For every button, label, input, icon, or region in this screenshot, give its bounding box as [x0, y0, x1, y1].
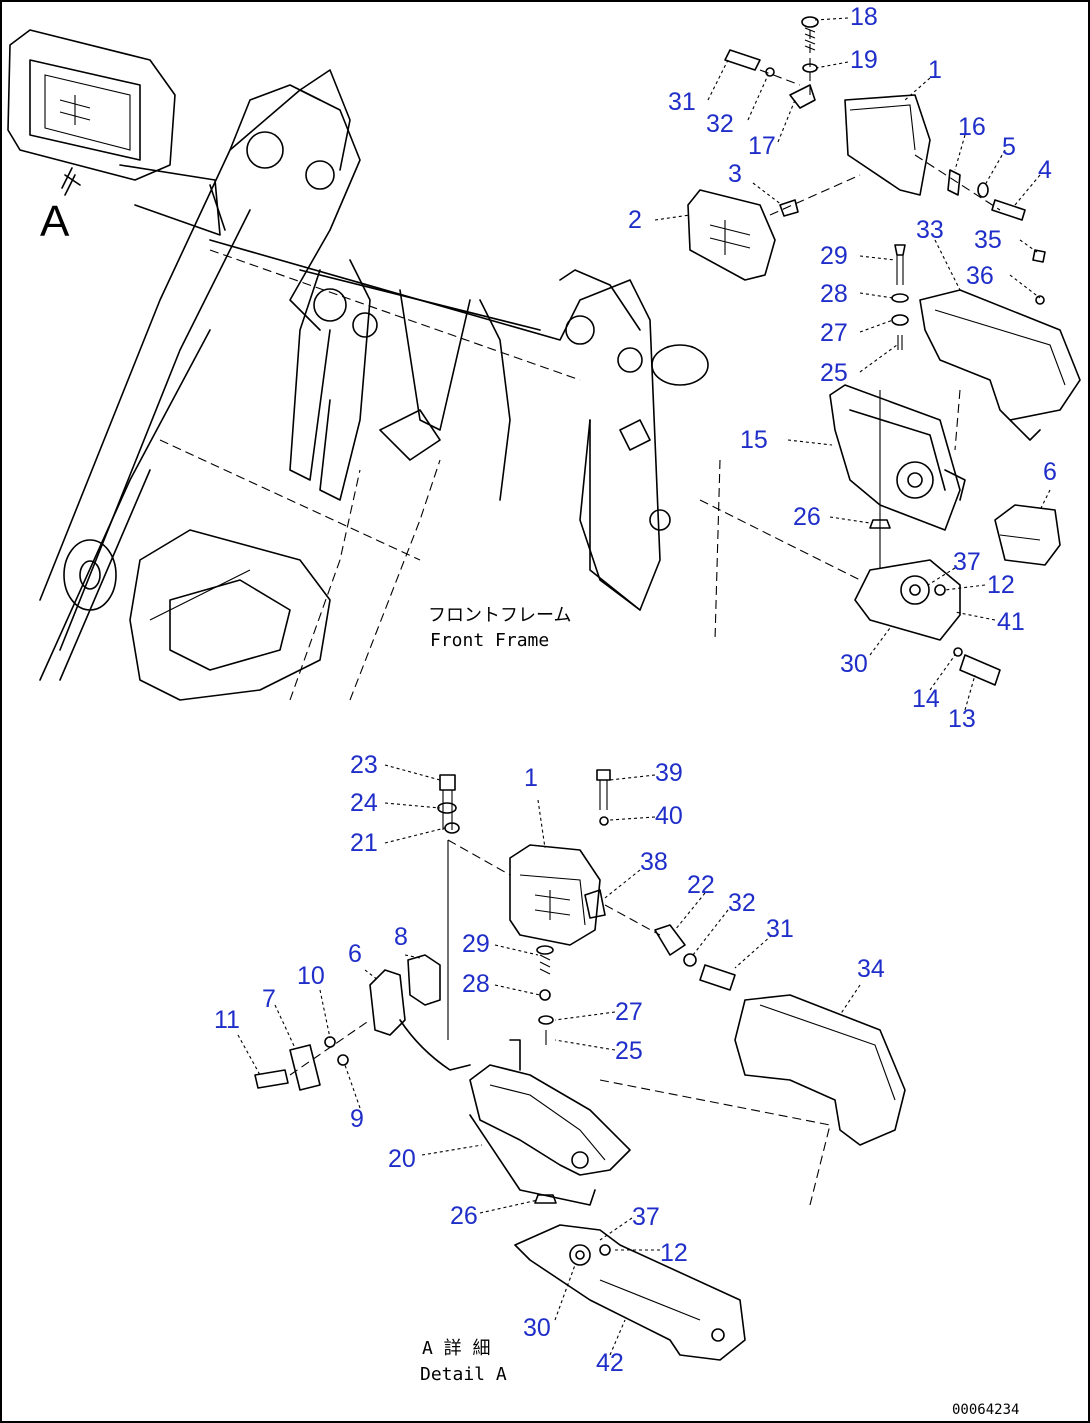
- callout-8: 8: [394, 923, 408, 951]
- callout-1: 1: [928, 56, 942, 84]
- callout-12: 12: [987, 571, 1015, 599]
- callout-33: 33: [916, 216, 944, 244]
- detail-caption-jp: A 詳 細: [422, 1338, 491, 1359]
- callout-6-lower: 6: [348, 940, 362, 968]
- detail-a-assembly: [254, 769, 906, 1361]
- callout-29-lower: 29: [462, 930, 490, 958]
- callout-6: 6: [1043, 458, 1057, 486]
- callout-28-lower: 28: [462, 970, 490, 998]
- callout-18: 18: [850, 3, 878, 31]
- callout-10: 10: [297, 962, 325, 990]
- callout-4: 4: [1038, 156, 1052, 184]
- callout-7: 7: [262, 985, 276, 1013]
- callout-30: 30: [840, 650, 868, 678]
- callout-20: 20: [388, 1145, 416, 1173]
- callout-3: 3: [728, 160, 742, 188]
- callout-31: 31: [668, 88, 696, 116]
- upper-callouts: 18 19 1 31 32 17 16 5 4 3 2 29 33 35 36 …: [628, 3, 1057, 733]
- callout-42: 42: [596, 1349, 624, 1377]
- callout-21: 21: [350, 829, 378, 857]
- callout-22: 22: [687, 871, 715, 899]
- callout-13: 13: [948, 705, 976, 733]
- callout-25: 25: [820, 359, 848, 387]
- callout-32: 32: [706, 110, 734, 138]
- detail-caption-en: Detail A: [420, 1364, 507, 1385]
- callout-37: 37: [953, 548, 981, 576]
- callout-41: 41: [997, 608, 1025, 636]
- callout-31-lower: 31: [766, 915, 794, 943]
- callout-32-lower: 32: [728, 889, 756, 917]
- callout-29: 29: [820, 242, 848, 270]
- callout-39: 39: [655, 759, 683, 787]
- upper-lamp-assembly: [687, 16, 1081, 686]
- callout-27: 27: [820, 319, 848, 347]
- front-frame-caption-jp: フロントフレーム: [428, 605, 571, 626]
- view-marker-a: A: [40, 197, 70, 246]
- callout-36: 36: [966, 262, 994, 290]
- callout-23: 23: [350, 751, 378, 779]
- callout-24: 24: [350, 789, 378, 817]
- callout-26-lower: 26: [450, 1202, 478, 1230]
- callout-27-lower: 27: [615, 998, 643, 1026]
- callout-9: 9: [350, 1105, 364, 1133]
- drawing-code: 00064234: [952, 1402, 1019, 1418]
- callout-25-lower: 25: [615, 1037, 643, 1065]
- callout-11: 11: [214, 1006, 240, 1034]
- callout-30-lower: 30: [523, 1314, 551, 1342]
- callout-5: 5: [1002, 133, 1016, 161]
- callout-35: 35: [974, 226, 1002, 254]
- callout-12-lower: 12: [660, 1239, 688, 1267]
- front-frame-drawing: [7, 29, 861, 701]
- callout-16: 16: [958, 113, 986, 141]
- leader-lines: [237, 17, 1051, 1356]
- lower-callouts: 23 1 39 24 40 21 38 22 32 31 29 8 6 28 1…: [214, 751, 885, 1377]
- callout-28: 28: [820, 280, 848, 308]
- callout-40: 40: [655, 802, 683, 830]
- callout-14: 14: [912, 685, 940, 713]
- callout-34: 34: [857, 955, 885, 983]
- callout-17: 17: [748, 132, 776, 160]
- callout-19: 19: [850, 46, 878, 74]
- callout-37-lower: 37: [632, 1203, 660, 1231]
- callout-1-lower: 1: [524, 764, 538, 792]
- callout-2: 2: [628, 206, 642, 234]
- callout-26: 26: [793, 503, 821, 531]
- callout-38: 38: [640, 848, 668, 876]
- front-frame-caption-en: Front Frame: [430, 630, 549, 651]
- callout-15: 15: [740, 426, 768, 454]
